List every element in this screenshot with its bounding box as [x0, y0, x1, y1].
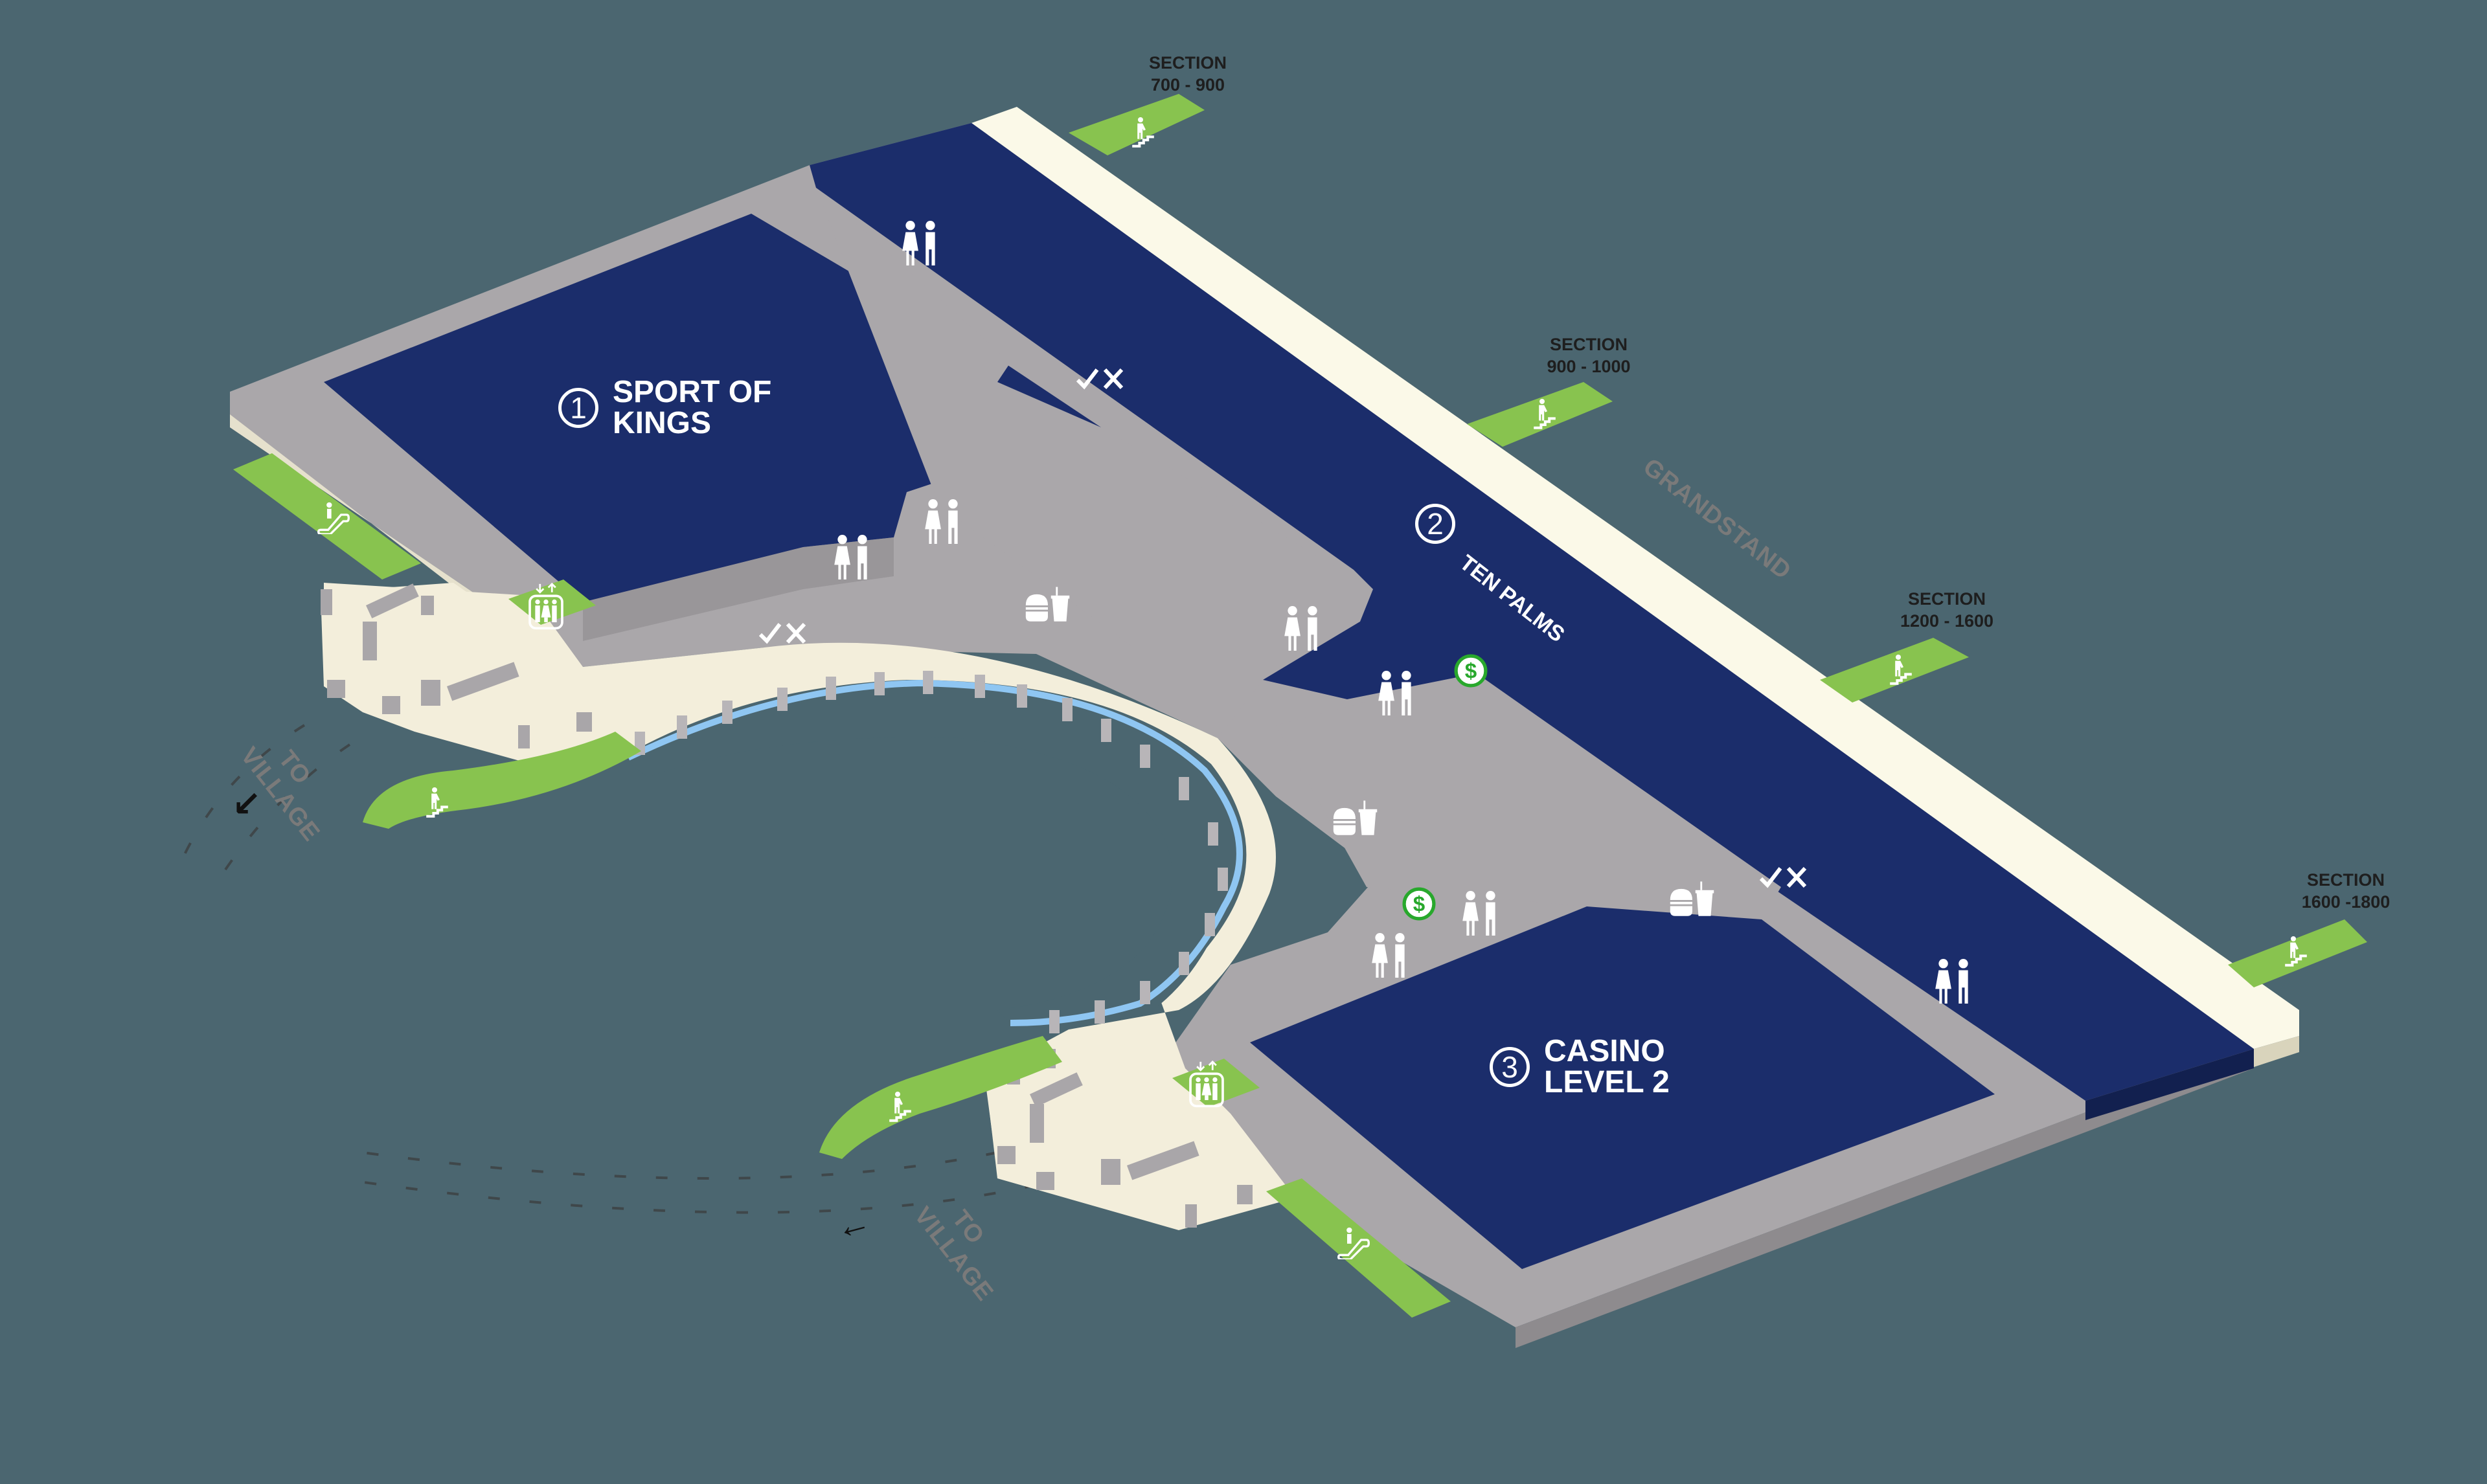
- stairs-ramps: [233, 94, 2367, 1318]
- venue-name-line2: KINGS: [613, 406, 712, 440]
- ramp-section-1600-1800[interactable]: [2228, 919, 2367, 987]
- arrow-down-left-icon: ↙: [232, 785, 262, 824]
- venue-number: 3: [1490, 1047, 1530, 1087]
- atm-icon: [1456, 656, 1486, 686]
- section-label-1200-1600: SECTION 1200 - 1600: [1900, 588, 1993, 632]
- section-range-text: 700 - 900: [1150, 75, 1225, 95]
- ramp-escalator-south[interactable]: [1266, 1178, 1451, 1318]
- venue-name-line1: SPORT OF: [613, 375, 772, 409]
- venue-label-casino[interactable]: 3 CASINO LEVEL 2: [1490, 1036, 1670, 1098]
- section-label-text: SECTION: [2306, 870, 2385, 890]
- section-label-text: SECTION: [1148, 53, 1227, 73]
- railing-posts: [635, 671, 1228, 1033]
- section-label-900-1000: SECTION 900 - 1000: [1547, 333, 1630, 377]
- ramp-section-700-900[interactable]: [1069, 94, 1205, 155]
- section-label-text: SECTION: [1549, 335, 1628, 354]
- section-label-text: SECTION: [1907, 589, 1986, 609]
- grandstand-strip: [971, 107, 2299, 1049]
- venue-number: 1: [558, 388, 598, 428]
- venue-number: 2: [1415, 504, 1455, 544]
- west-entrance-plaza: [321, 583, 635, 764]
- ramp-section-1200-1600[interactable]: [1820, 638, 1969, 703]
- venue-label-sport-of-kings[interactable]: 1 SPORT OF KINGS: [558, 377, 771, 439]
- venue-ten-palms-floor: [810, 123, 2254, 1101]
- elevator-pad-south[interactable]: [1172, 1059, 1260, 1107]
- section-label-700-900: SECTION 700 - 900: [1149, 52, 1227, 96]
- atm-icon: [1404, 889, 1434, 919]
- section-range-text: 1600 -1800: [2301, 892, 2390, 912]
- section-range-text: 1200 - 1600: [1900, 611, 1994, 631]
- village-path-dashes: [180, 724, 1037, 1214]
- venue-name-line1: CASINO: [1544, 1034, 1665, 1068]
- ramp-stairs-south[interactable]: [819, 1036, 1062, 1159]
- railing-glass: [626, 679, 1243, 1026]
- venue-label-ten-palms-number[interactable]: 2: [1415, 504, 1455, 544]
- section-label-1600-1800: SECTION 1600 -1800: [2302, 869, 2390, 913]
- venue-casino-floor: [1250, 881, 1995, 1269]
- venue-name-line2: LEVEL 2: [1544, 1065, 1670, 1099]
- section-range-text: 900 - 1000: [1547, 357, 1631, 376]
